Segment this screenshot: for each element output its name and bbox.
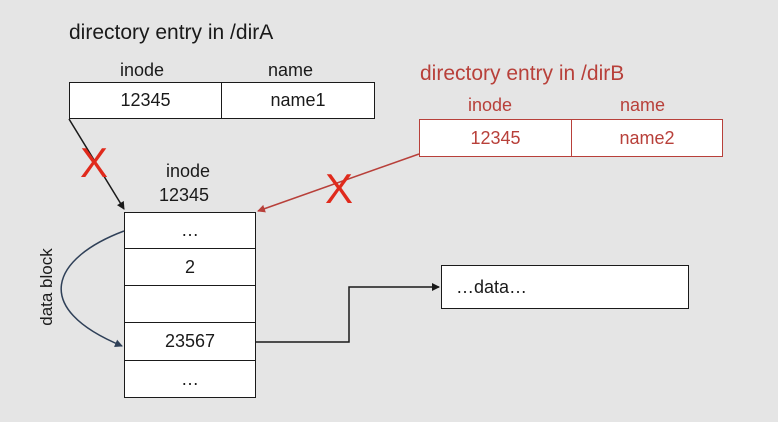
dirA-inode-cell: 12345: [70, 83, 222, 118]
cross-mark-dirA: X: [80, 139, 109, 186]
inode-number: 12345: [159, 185, 210, 205]
inode-label: inode: [166, 161, 211, 181]
dirA-name-header: name: [268, 60, 314, 80]
inode-row-4: …: [181, 368, 199, 389]
dirB-to-inode-arrow: [257, 153, 420, 213]
data-block-content: …data…: [456, 277, 528, 297]
inode-row-2: [125, 286, 255, 323]
dirB-name-header: name: [620, 95, 666, 115]
data-block-curve-arrow: [60, 230, 125, 348]
cross-mark-dirB: X: [325, 165, 354, 212]
inode-row-1: 2: [125, 249, 255, 286]
inode-row-0: …: [125, 213, 255, 249]
inode-row-3: 23567: [125, 323, 255, 361]
dirA-to-inode-arrow: [68, 118, 125, 210]
dirB-name-cell: name2: [619, 127, 675, 148]
dirA-entry-table: [69, 82, 375, 119]
inode-table: [124, 212, 256, 398]
dirA-name-cell: name1: [270, 90, 326, 110]
dirA-inode-header: inode: [120, 60, 165, 80]
dirA-title: directory entry in /dirA: [69, 21, 274, 44]
data-block-box: [441, 265, 689, 309]
dirB-inode-header: inode: [468, 95, 513, 115]
dirB-title: directory entry in /dirB: [420, 62, 625, 85]
inode-to-data-arrow: [256, 283, 440, 343]
dirB-inode-cell: 12345: [420, 120, 572, 156]
